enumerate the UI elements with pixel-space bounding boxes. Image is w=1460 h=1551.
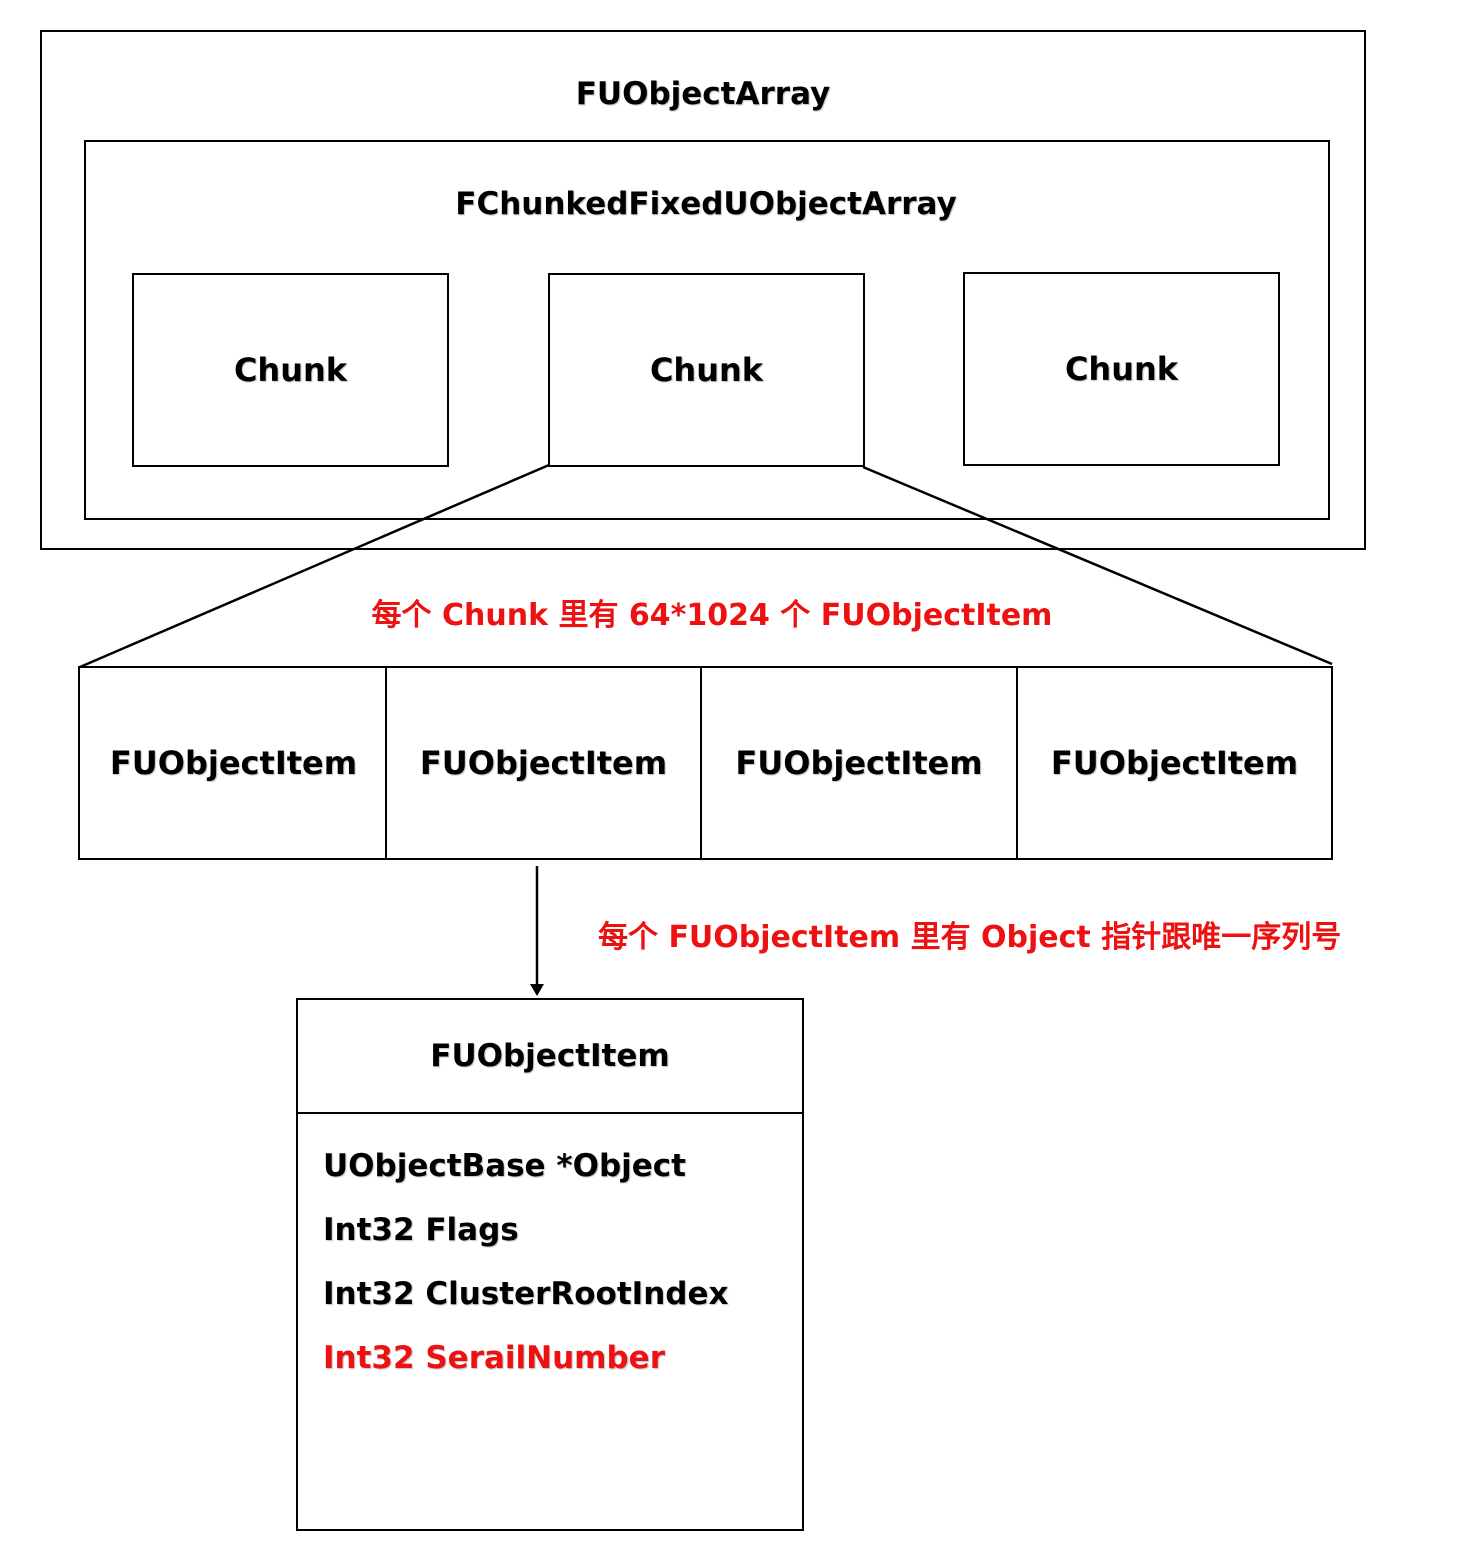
- chunk-box-3: Chunk: [963, 272, 1280, 466]
- field-object: UObjectBase *Object: [323, 1148, 686, 1184]
- field-serail-number: Int32 SerailNumber: [323, 1340, 665, 1376]
- fuobjectitem-cell-4: FUObjectItem: [1016, 666, 1333, 860]
- item-annotation: 每个 FUObjectItem 里有 Object 指针跟唯一序列号: [598, 920, 1342, 955]
- fuobjectarray-box: [40, 30, 1366, 550]
- zoom-line-right: [862, 465, 1333, 666]
- fuobjectitem-label: FUObjectItem: [419, 744, 668, 782]
- chunk-box-1: Chunk: [132, 273, 449, 467]
- fuobjectitem-cell-3: FUObjectItem: [700, 666, 1018, 860]
- fuobjectitem-cell-1: FUObjectItem: [78, 666, 387, 860]
- field-flags: Int32 Flags: [323, 1212, 519, 1248]
- fuobjectitem-label: FUObjectItem: [735, 744, 983, 782]
- fuobjectitem-cell-2: FUObjectItem: [385, 666, 702, 860]
- chunk-label: Chunk: [649, 351, 764, 389]
- fuobjectitem-label: FUObjectItem: [1050, 744, 1299, 782]
- chunk-annotation: 每个 Chunk 里有 64*1024 个 FUObjectItem: [371, 598, 1053, 633]
- zoom-line-left: [79, 463, 550, 669]
- chunk-label: Chunk: [233, 351, 348, 389]
- fuobjectarray-title: FUObjectArray: [575, 76, 831, 112]
- fuobjectitem-label: FUObjectItem: [109, 744, 358, 782]
- fuobjectitem-struct-header: FUObjectItem: [296, 998, 804, 1114]
- fchunkedfixeduobjectarray-box: [84, 140, 1330, 520]
- fchunkedfixeduobjectarray-title: FChunkedFixedUObjectArray: [455, 186, 957, 222]
- chunk-box-2: Chunk: [548, 273, 865, 467]
- chunk-label: Chunk: [1064, 350, 1179, 388]
- fuobjectitem-struct-title: FUObjectItem: [430, 1038, 670, 1074]
- field-cluster-root-index: Int32 ClusterRootIndex: [323, 1276, 729, 1312]
